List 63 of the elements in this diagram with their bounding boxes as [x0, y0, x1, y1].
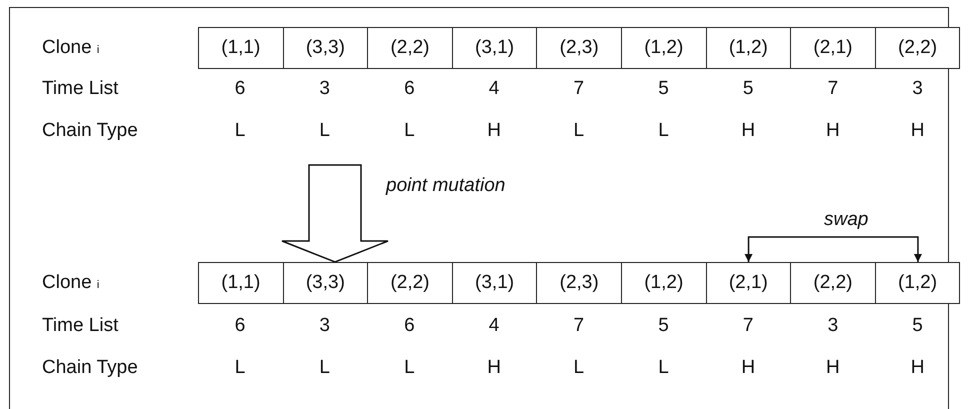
gene-cell: (3,3) [282, 263, 368, 303]
chain-type-value: H [910, 120, 926, 142]
time-value: 6 [403, 78, 416, 100]
time-value: 6 [234, 78, 246, 100]
chain-type-value: L [657, 357, 670, 379]
time-value: 5 [742, 78, 754, 100]
gene-cell: (3,1) [452, 28, 536, 68]
gene-cell: (2,2) [367, 263, 452, 303]
time-value: 3 [318, 78, 331, 100]
gene-cell: (1,2) [874, 263, 960, 303]
arrow [744, 236, 922, 262]
gene-cell: (2,1) [706, 263, 790, 303]
gene-cell: (2,2) [790, 263, 875, 303]
time-value: 3 [911, 78, 924, 100]
chain-type-value: H [486, 120, 502, 142]
time-value: 5 [657, 78, 670, 100]
gene-cell: (1,2) [706, 28, 790, 68]
chain-type-value: L [572, 357, 586, 379]
time-value: 7 [826, 78, 840, 100]
gene-cell: (1,1) [199, 263, 283, 303]
gene-cell: (1,1) [199, 28, 283, 68]
time-value: 7 [742, 315, 754, 337]
gene-strip [198, 27, 960, 69]
chain-type-value: L [657, 120, 670, 142]
time-value: 7 [572, 315, 586, 337]
gene-cell: (2,2) [367, 28, 452, 68]
time-value: 5 [657, 315, 670, 337]
gene-cell: (2,3) [536, 28, 621, 68]
arrow [281, 164, 389, 263]
gene-cell: (2,1) [790, 28, 875, 68]
chain-type-value: H [825, 120, 841, 142]
edge-label: point mutation [384, 175, 508, 197]
time-value: 6 [234, 315, 246, 337]
gene-cell: (2,3) [536, 263, 621, 303]
row-label: Time List [42, 315, 118, 337]
chain-type-value: H [486, 357, 502, 379]
time-value: 7 [572, 78, 586, 100]
chain-type-value: L [234, 357, 246, 379]
chain-type-value: L [234, 120, 246, 142]
time-value: 5 [911, 315, 924, 337]
gene-cell: (2,2) [874, 28, 960, 68]
row-label: Chain Type [42, 357, 138, 379]
chain-type-value: L [318, 120, 331, 142]
chain-type-value: L [403, 120, 416, 142]
time-value: 3 [826, 315, 840, 337]
time-value: 4 [488, 315, 500, 337]
gene-cell: (3,3) [282, 28, 368, 68]
chain-type-value: H [825, 357, 841, 379]
time-value: 3 [318, 315, 331, 337]
row-label: Time List [42, 78, 118, 100]
time-value: 4 [488, 78, 500, 100]
gene-cell: (1,2) [620, 28, 706, 68]
chain-type-value: H [910, 357, 926, 379]
time-value: 6 [403, 315, 416, 337]
gene-strip [198, 262, 960, 304]
chain-type-value: H [740, 357, 756, 379]
chain-type-value: L [318, 357, 331, 379]
chain-type-value: L [403, 357, 416, 379]
chain-type-value: L [572, 120, 586, 142]
gene-cell: (1,2) [620, 263, 706, 303]
gene-cell: (3,1) [452, 263, 536, 303]
chain-type-value: H [740, 120, 756, 142]
row-label: Chain Type [42, 120, 138, 142]
